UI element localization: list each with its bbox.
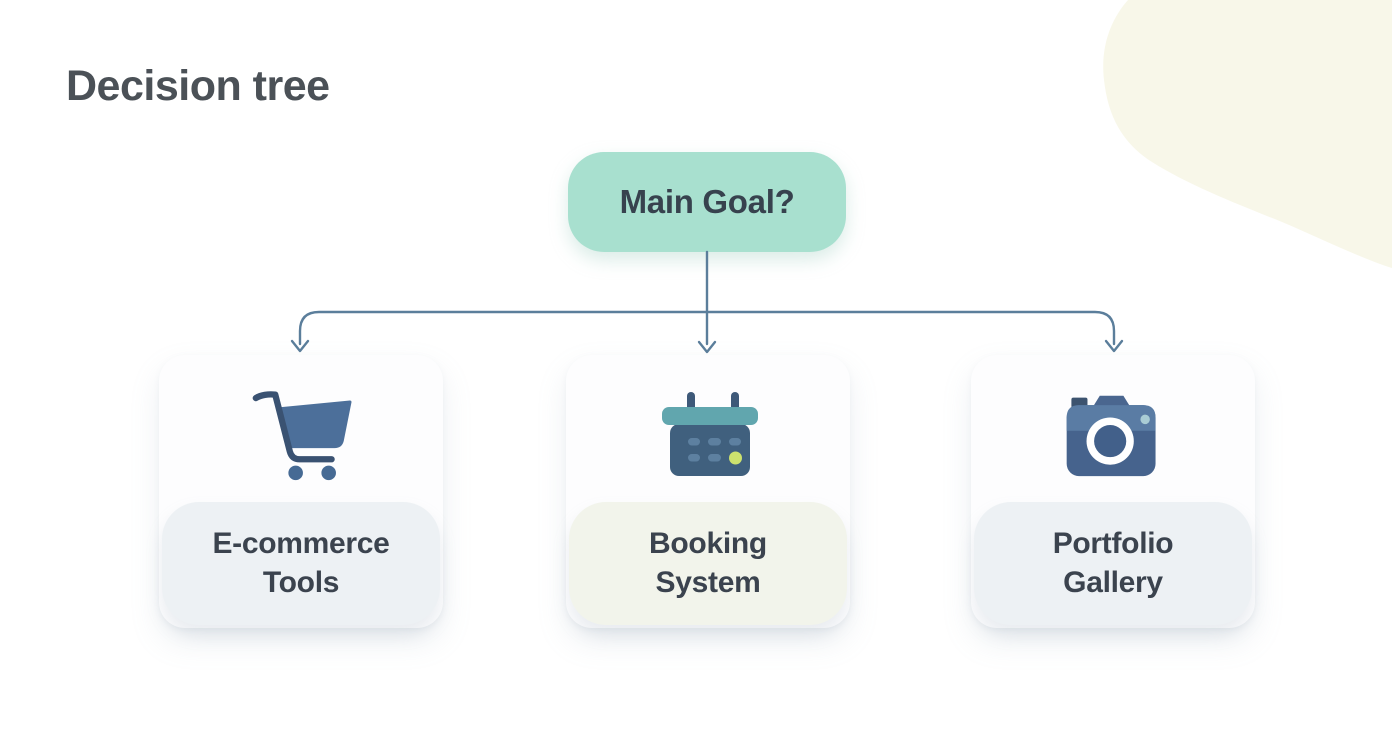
arrowhead-center: [697, 340, 717, 354]
root-node-label: Main Goal?: [619, 183, 795, 220]
card-icon-area: [566, 375, 850, 493]
branch-card-portfolio-gallery[interactable]: Portfolio Gallery: [971, 355, 1255, 628]
connector-horizontal-line: [298, 310, 1116, 346]
calendar-icon: [662, 392, 758, 476]
camera-icon: [1066, 395, 1156, 477]
page-title: Decision tree: [66, 62, 330, 110]
branch-label-line2: Gallery: [1063, 565, 1163, 599]
branch-label-line1: E-commerce: [212, 527, 390, 561]
root-node-main-goal[interactable]: Main Goal?: [568, 152, 846, 252]
shopping-cart-icon: [252, 391, 352, 481]
arrowhead-right: [1104, 339, 1124, 353]
branch-label-pill[interactable]: E-commerce Tools: [162, 502, 440, 625]
branch-label-line1: Portfolio: [1052, 527, 1174, 561]
branch-label-pill[interactable]: Portfolio Gallery: [974, 502, 1252, 625]
card-icon-area: [159, 375, 443, 493]
branch-label-line1: Booking: [649, 527, 767, 561]
arrowhead-left: [290, 339, 310, 353]
branch-label-pill[interactable]: Booking System: [569, 502, 847, 625]
branch-card-ecommerce-tools[interactable]: E-commerce Tools: [159, 355, 443, 628]
branch-card-booking-system[interactable]: Booking System: [566, 355, 850, 628]
branch-label-line2: System: [655, 565, 761, 599]
card-icon-area: [971, 375, 1255, 493]
branch-label-line2: Tools: [262, 565, 340, 599]
